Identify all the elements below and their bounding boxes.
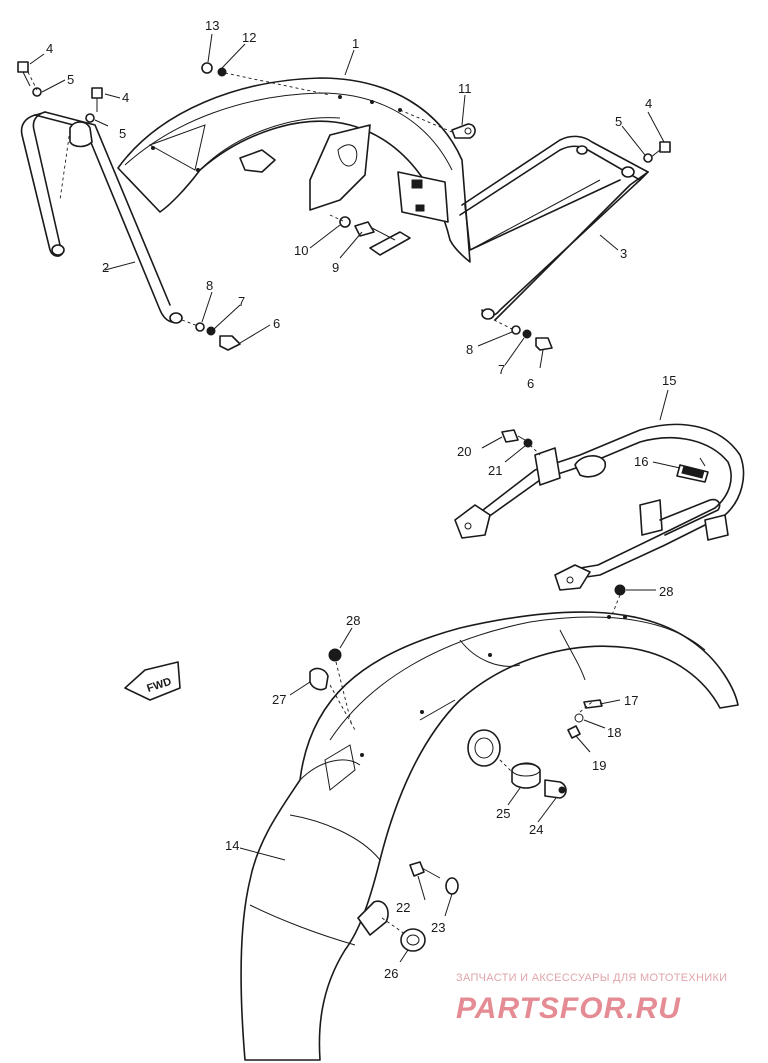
callout-18: 18 xyxy=(607,725,621,740)
callout-7-right: 7 xyxy=(498,362,505,377)
callout-7-left: 7 xyxy=(238,294,245,309)
callout-25: 25 xyxy=(496,806,510,821)
callout-28-upper: 28 xyxy=(346,613,360,628)
callout-8-right: 8 xyxy=(466,342,473,357)
callout-11: 11 xyxy=(458,81,472,96)
callout-19: 19 xyxy=(592,758,606,773)
callout-17: 17 xyxy=(624,693,638,708)
callout-20: 20 xyxy=(457,444,471,459)
leader-lines xyxy=(29,33,681,963)
rear-fender-bracket xyxy=(454,423,745,591)
callout-12: 12 xyxy=(242,30,256,45)
front-fender xyxy=(117,77,471,263)
callout-5-top-left: 5 xyxy=(67,72,74,87)
rear-bracket-fasteners xyxy=(501,429,626,616)
callout-22: 22 xyxy=(396,900,410,915)
callout-21: 21 xyxy=(488,463,502,478)
watermark: ЗАПЧАСТИ И АКСЕССУАРЫ ДЛЯ МОТОТЕХНИКИ PA… xyxy=(456,972,727,1025)
forward-direction-arrow: FWD xyxy=(124,661,181,701)
callout-4-right: 4 xyxy=(645,96,652,111)
front-fender-stay-right xyxy=(459,135,649,321)
callout-23: 23 xyxy=(431,920,445,935)
callout-14: 14 xyxy=(225,838,239,853)
callout-26: 26 xyxy=(384,966,398,981)
callout-27: 27 xyxy=(272,692,286,707)
callout-numbers: 1 2 3 4 4 4 5 5 5 6 6 7 7 8 8 9 10 11 12… xyxy=(46,18,676,981)
callout-13: 13 xyxy=(205,18,219,33)
callout-4-left: 4 xyxy=(122,90,129,105)
callout-28-right: 28 xyxy=(659,584,673,599)
callout-5-right: 5 xyxy=(615,114,622,129)
rear-fender-fasteners xyxy=(309,648,603,952)
watermark-logo: PARTSFOR.RU xyxy=(456,992,681,1025)
callout-24: 24 xyxy=(529,822,543,837)
front-fender-stay-left xyxy=(20,111,183,324)
rear-fender xyxy=(240,611,739,1061)
callout-15: 15 xyxy=(662,373,676,388)
front-fasteners xyxy=(17,61,671,351)
callout-10: 10 xyxy=(294,243,308,258)
callout-4-top-left: 4 xyxy=(46,41,53,56)
callout-1: 1 xyxy=(352,36,359,51)
callout-6-right: 6 xyxy=(527,376,534,391)
callout-9: 9 xyxy=(332,260,339,275)
callout-16: 16 xyxy=(634,454,648,469)
watermark-tagline: ЗАПЧАСТИ И АКСЕССУАРЫ ДЛЯ МОТОТЕХНИКИ xyxy=(456,972,727,984)
callout-8-left: 8 xyxy=(206,278,213,293)
callout-5-left: 5 xyxy=(119,126,126,141)
callout-6-left: 6 xyxy=(273,316,280,331)
callout-3: 3 xyxy=(620,246,627,261)
callout-2: 2 xyxy=(102,260,109,275)
